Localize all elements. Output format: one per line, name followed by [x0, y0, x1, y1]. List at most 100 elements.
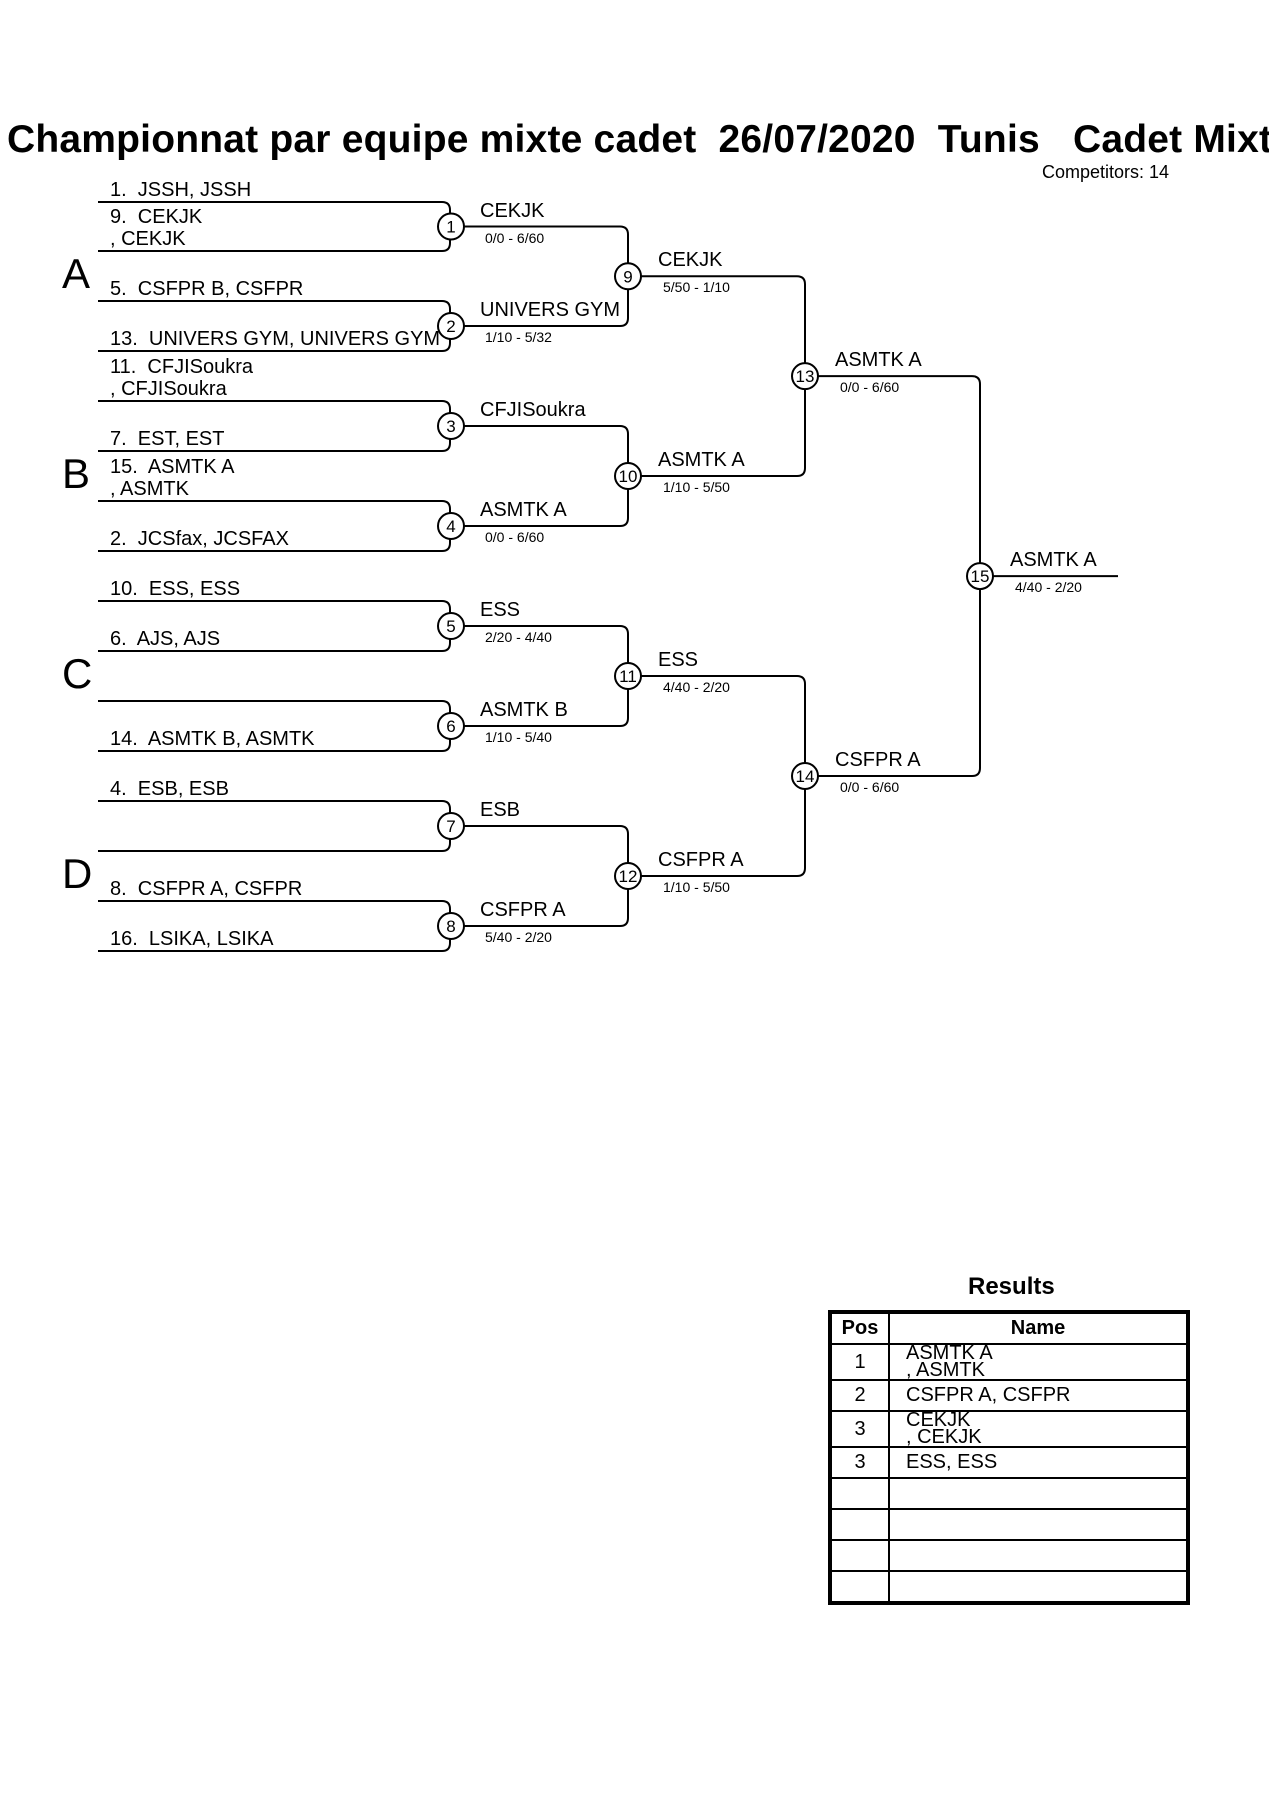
match-winner: ESB: [480, 799, 521, 821]
match-score: 0/0 - 6/60: [485, 229, 545, 246]
match-score: 4/40 - 2/20: [1015, 579, 1082, 596]
match-number: 5: [446, 617, 455, 636]
results-row: [829, 1477, 1189, 1510]
results-name: [888, 1539, 1189, 1572]
match-circle: [614, 462, 642, 490]
match-score: 1/10 - 5/40: [485, 729, 552, 745]
competitors-count: Competitors: 14: [1042, 162, 1170, 182]
match-number: 9: [623, 267, 632, 286]
match-circle: [437, 912, 465, 940]
match-winner: CSFPR A: [658, 849, 744, 871]
results-row: [829, 1539, 1189, 1572]
results-pos: [829, 1477, 890, 1510]
results-name: [888, 1570, 1189, 1604]
match-circle: [614, 662, 642, 690]
match-score: 5/40 - 2/20: [485, 929, 552, 945]
results-row: [829, 1570, 1189, 1604]
match-winner: ASMTK B: [480, 699, 568, 721]
results-pos: 3: [829, 1446, 890, 1479]
results-name: ASMTK A, ASMTK: [888, 1343, 1189, 1381]
team-entry: 9. CEKJK, CEKJK: [110, 206, 203, 250]
match-circle: [437, 612, 465, 640]
team-entry: 2. JCSfax, JCSFAX: [110, 528, 289, 550]
group-letter: A: [62, 250, 91, 297]
match-score: 4/40 - 2/20: [663, 679, 730, 695]
match-winner: ASMTK A: [658, 449, 745, 471]
group-letter: B: [62, 450, 91, 497]
match-score: 0/0 - 6/60: [840, 379, 900, 396]
match-circle: [437, 512, 465, 540]
match-circle: [437, 312, 465, 340]
match-number: 6: [446, 717, 455, 736]
match-number: 3: [446, 417, 455, 436]
name-header: Name: [888, 1311, 1189, 1345]
group-letter: D: [62, 850, 93, 897]
match-number: 15: [971, 567, 990, 586]
team-entry: 5. CSFPR B, CSFPR: [110, 278, 304, 300]
team-entry: 10. ESS, ESS: [110, 578, 241, 600]
results-row: [829, 1508, 1189, 1541]
team-entry: 14. ASMTK B, ASMTK: [110, 728, 315, 750]
team-entry: 1. JSSH, JSSH: [110, 179, 252, 201]
results-name: CEKJK, CEKJK: [888, 1410, 1189, 1448]
team-entry: 6. AJS, AJS: [110, 628, 221, 650]
match-circle: [614, 862, 642, 890]
team-entry: 7. EST, EST: [110, 428, 225, 450]
results-pos: [829, 1539, 890, 1572]
team-entry: 8. CSFPR A, CSFPR: [110, 878, 303, 900]
match-number: 7: [446, 817, 455, 836]
match-winner: CSFPR A: [835, 749, 921, 771]
match-circle: [437, 212, 465, 241]
results-pos: 2: [829, 1379, 890, 1412]
match-score: 1/10 - 5/50: [663, 479, 730, 495]
match-winner: CEKJK: [480, 199, 545, 222]
match-score: 1/10 - 5/50: [663, 879, 730, 895]
match-number: 13: [796, 367, 815, 386]
match-winner: ASMTK A: [835, 349, 922, 372]
team-entry: 15. ASMTK A, ASMTK: [110, 456, 235, 500]
match-number: 2: [446, 317, 455, 336]
match-winner: ASMTK A: [1010, 549, 1097, 572]
match-winner: ESS: [658, 649, 699, 671]
match-circle: [791, 362, 819, 391]
match-number: 1: [446, 218, 455, 237]
match-number: 12: [619, 867, 638, 886]
results-name: CSFPR A, CSFPR: [888, 1379, 1189, 1412]
match-number: 10: [619, 467, 638, 486]
match-winner: CEKJK: [658, 249, 723, 272]
team-entry: 13. UNIVERS GYM, UNIVERS GYM: [110, 328, 441, 350]
results-name: [888, 1508, 1189, 1541]
group-letter: C: [62, 650, 93, 697]
match-score: 5/50 - 1/10: [663, 279, 730, 296]
results-pos: 3: [829, 1410, 890, 1448]
match-number: 8: [446, 917, 455, 936]
match-score: 0/0 - 6/60: [485, 529, 545, 545]
match-winner: UNIVERS GYM: [480, 299, 621, 321]
pos-header: Pos: [829, 1311, 890, 1345]
team-entry: 16. LSIKA, LSIKA: [110, 928, 274, 950]
match-number: 11: [619, 667, 637, 686]
results-name: [888, 1477, 1189, 1510]
team-entry: 4. ESB, ESB: [110, 778, 229, 800]
match-winner: ESS: [480, 599, 521, 621]
match-circle: [614, 262, 642, 291]
results-pos: 1: [829, 1343, 890, 1381]
match-score: 0/0 - 6/60: [840, 779, 900, 795]
results-name: ESS, ESS: [888, 1446, 1189, 1479]
match-circle: [437, 412, 465, 440]
results-title: Results: [968, 1273, 1055, 1300]
results-pos: [829, 1570, 890, 1604]
match-number: 4: [446, 517, 455, 536]
match-circle: [791, 762, 819, 790]
results-pos: [829, 1508, 890, 1541]
match-number: 14: [796, 767, 815, 786]
results-header-row: Pos Name: [829, 1311, 1189, 1345]
match-circle: [966, 562, 994, 591]
match-winner: ASMTK A: [480, 499, 567, 521]
